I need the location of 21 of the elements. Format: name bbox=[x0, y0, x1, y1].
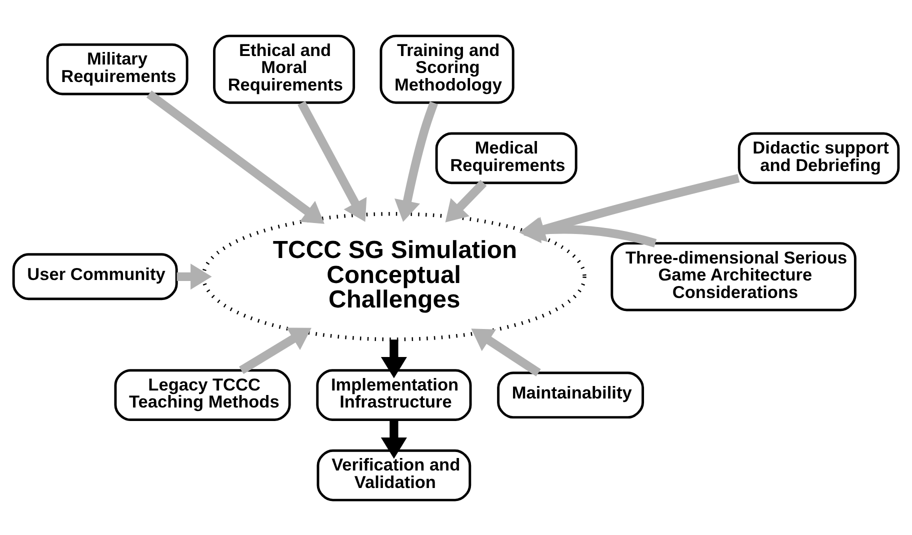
arrow bbox=[298, 100, 367, 222]
arrow bbox=[380, 420, 407, 458]
arrow bbox=[176, 263, 212, 290]
node-box: Three-dimensional Serious Game Architecture Considerations bbox=[610, 242, 856, 311]
arrow bbox=[146, 90, 324, 224]
node-box: Verification and Validation bbox=[316, 448, 472, 501]
node-box: Didactic support and Debriefing bbox=[738, 132, 900, 184]
node-box: Military Requirements bbox=[46, 42, 188, 95]
arrow bbox=[445, 179, 487, 222]
node-ellipse: TCCC SG Simulation Conceptual Challenges bbox=[202, 212, 586, 341]
node-box: Maintainability bbox=[497, 371, 644, 418]
arrow bbox=[471, 328, 541, 376]
node-box: Training and Scoring Methodology bbox=[380, 34, 514, 104]
arrow bbox=[239, 327, 312, 374]
node-box: Medical Requirements bbox=[435, 132, 578, 184]
arrow bbox=[394, 100, 438, 222]
node-box: User Community bbox=[12, 252, 178, 300]
node-box: Legacy TCCC Teaching Methods bbox=[114, 368, 291, 421]
arrow bbox=[380, 339, 407, 378]
node-box: Ethical and Moral Requirements bbox=[213, 34, 356, 104]
node-box: Implementation Infrastructure bbox=[316, 368, 472, 421]
